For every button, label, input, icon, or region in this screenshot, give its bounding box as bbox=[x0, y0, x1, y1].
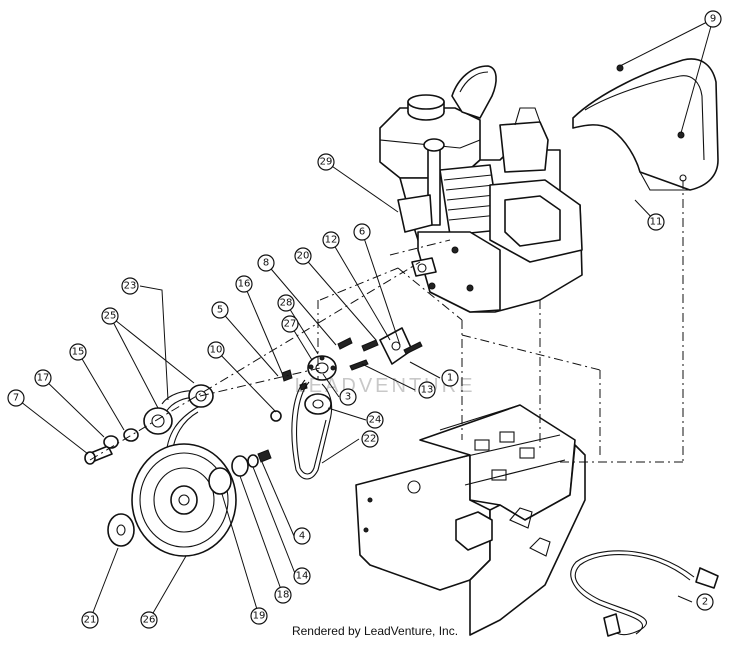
svg-text:12: 12 bbox=[325, 235, 338, 246]
idler-bracket bbox=[337, 327, 423, 371]
callout-23: 23 bbox=[121, 277, 139, 295]
callout-22: 22 bbox=[361, 430, 379, 448]
callout-9: 9 bbox=[704, 10, 722, 28]
alignment-lines bbox=[89, 180, 684, 463]
callout-6: 6 bbox=[353, 223, 371, 241]
washer-15 bbox=[123, 428, 139, 442]
callout-25: 25 bbox=[101, 307, 119, 325]
callout-21: 21 bbox=[81, 611, 99, 629]
svg-text:27: 27 bbox=[284, 319, 297, 330]
svg-text:13: 13 bbox=[421, 385, 434, 396]
callout-4: 4 bbox=[293, 527, 311, 545]
callout-18: 18 bbox=[274, 586, 292, 604]
svg-text:7: 7 bbox=[13, 393, 19, 404]
callout-5: 5 bbox=[211, 301, 229, 319]
svg-text:5: 5 bbox=[217, 305, 223, 316]
callout-20: 20 bbox=[294, 247, 312, 265]
bolt-4 bbox=[257, 449, 272, 463]
callout-29: 29 bbox=[317, 153, 335, 171]
callout-16: 16 bbox=[235, 275, 253, 293]
washer-17 bbox=[103, 435, 119, 449]
callout-28: 28 bbox=[277, 294, 295, 312]
svg-text:28: 28 bbox=[280, 298, 293, 309]
washer-18 bbox=[231, 455, 249, 477]
callout-8: 8 bbox=[257, 254, 275, 272]
svg-text:6: 6 bbox=[359, 227, 365, 238]
callout-24: 24 bbox=[366, 411, 384, 429]
svg-text:18: 18 bbox=[277, 590, 290, 601]
hub-21 bbox=[107, 513, 135, 547]
render-credit: Rendered by LeadVenture, Inc. bbox=[291, 624, 459, 638]
power-cord bbox=[570, 550, 719, 637]
pulley-25a bbox=[143, 407, 173, 435]
callout-3: 3 bbox=[339, 388, 357, 406]
svg-text:20: 20 bbox=[297, 251, 310, 262]
svg-text:2: 2 bbox=[702, 597, 708, 608]
callout-26: 26 bbox=[140, 611, 158, 629]
leader-lines bbox=[15, 18, 714, 621]
svg-text:4: 4 bbox=[299, 531, 305, 542]
svg-text:1: 1 bbox=[447, 373, 453, 384]
svg-text:26: 26 bbox=[143, 615, 156, 626]
callout-17: 17 bbox=[34, 369, 52, 387]
idler-pulley bbox=[304, 393, 332, 415]
svg-text:22: 22 bbox=[364, 434, 377, 445]
callout-7: 7 bbox=[7, 389, 25, 407]
svg-text:11: 11 bbox=[650, 217, 663, 228]
callout-1: 1 bbox=[441, 369, 459, 387]
callout-11: 11 bbox=[647, 213, 665, 231]
svg-text:14: 14 bbox=[296, 571, 309, 582]
svg-text:8: 8 bbox=[263, 258, 269, 269]
engine bbox=[379, 65, 583, 313]
auger-pulley bbox=[131, 443, 237, 557]
callout-14: 14 bbox=[293, 567, 311, 585]
callout-12: 12 bbox=[322, 231, 340, 249]
callout-27: 27 bbox=[281, 315, 299, 333]
callout-10: 10 bbox=[207, 341, 225, 359]
svg-text:24: 24 bbox=[369, 415, 382, 426]
frame bbox=[355, 404, 586, 636]
callout-13: 13 bbox=[418, 381, 436, 399]
svg-text:21: 21 bbox=[84, 615, 97, 626]
svg-text:17: 17 bbox=[37, 373, 50, 384]
svg-text:9: 9 bbox=[710, 14, 716, 25]
engine-pulley bbox=[307, 355, 337, 381]
callout-15: 15 bbox=[69, 343, 87, 361]
washer-19 bbox=[208, 467, 232, 495]
callout-2: 2 bbox=[696, 593, 714, 611]
svg-text:16: 16 bbox=[238, 279, 251, 290]
washer-14 bbox=[247, 454, 259, 468]
callout-19: 19 bbox=[250, 607, 268, 625]
drive-belt bbox=[291, 379, 333, 480]
svg-text:10: 10 bbox=[210, 345, 223, 356]
svg-text:23: 23 bbox=[124, 281, 137, 292]
svg-text:19: 19 bbox=[253, 611, 266, 622]
svg-text:25: 25 bbox=[104, 311, 117, 322]
svg-text:15: 15 bbox=[72, 347, 85, 358]
svg-text:3: 3 bbox=[345, 392, 351, 403]
svg-text:29: 29 bbox=[320, 157, 333, 168]
